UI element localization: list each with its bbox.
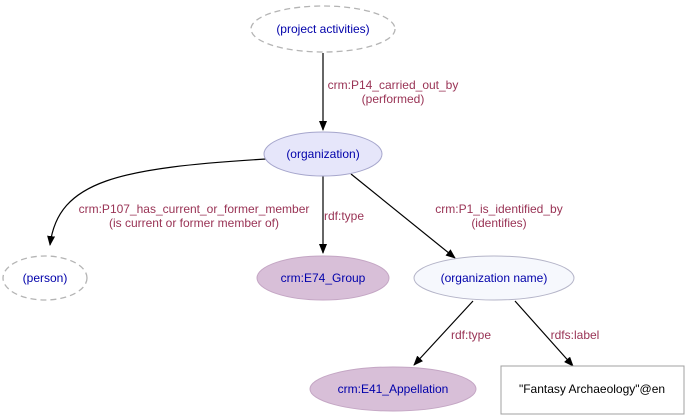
node-label: crm:E74_Group <box>281 271 366 285</box>
node-label: (project activities) <box>276 22 369 36</box>
edge-p14-carried-out-by: crm:P14_carried_out_by (performed) <box>319 53 459 131</box>
node-label: (organization name) <box>441 271 548 285</box>
edge-label-inverse: (performed) <box>362 92 425 106</box>
node-organization[interactable]: (organization) <box>263 131 383 177</box>
node-project-activities[interactable]: (project activities) <box>250 5 396 53</box>
edge-rdf-type-group: rdf:type <box>319 176 364 254</box>
edge-p1-identified-by: crm:P1_is_identified_by (identifies) <box>350 173 563 259</box>
edge-label: rdfs:label <box>551 328 600 342</box>
edge-rdfs-label: rdfs:label <box>514 300 600 367</box>
node-label: crm:E41_Appellation <box>338 382 449 396</box>
edge-label: crm:P1_is_identified_by <box>435 202 562 216</box>
edge-p107-has-member: crm:P107_has_current_or_former_member (i… <box>47 158 310 246</box>
node-organization-name[interactable]: (organization name) <box>413 255 575 301</box>
node-e41-appellation[interactable]: crm:E41_Appellation <box>309 366 477 412</box>
node-e74-group[interactable]: crm:E74_Group <box>256 255 390 301</box>
node-label: (person) <box>23 271 68 285</box>
node-person[interactable]: (person) <box>2 255 88 301</box>
edge-label-inverse: (identifies) <box>471 216 526 230</box>
edge-label-inverse: (is current or former member of) <box>109 216 279 230</box>
literal-value: "Fantasy Archaeology"@en <box>519 382 665 396</box>
edge-label: crm:P107_has_current_or_former_member <box>79 202 310 216</box>
node-literal-name[interactable]: "Fantasy Archaeology"@en <box>500 365 685 415</box>
edge-label: rdf:type <box>324 209 364 223</box>
edge-rdf-type-appellation: rdf:type <box>413 300 491 366</box>
edge-label: crm:P14_carried_out_by <box>328 78 459 92</box>
node-label: (organization) <box>286 147 359 161</box>
edge-label: rdf:type <box>451 328 491 342</box>
